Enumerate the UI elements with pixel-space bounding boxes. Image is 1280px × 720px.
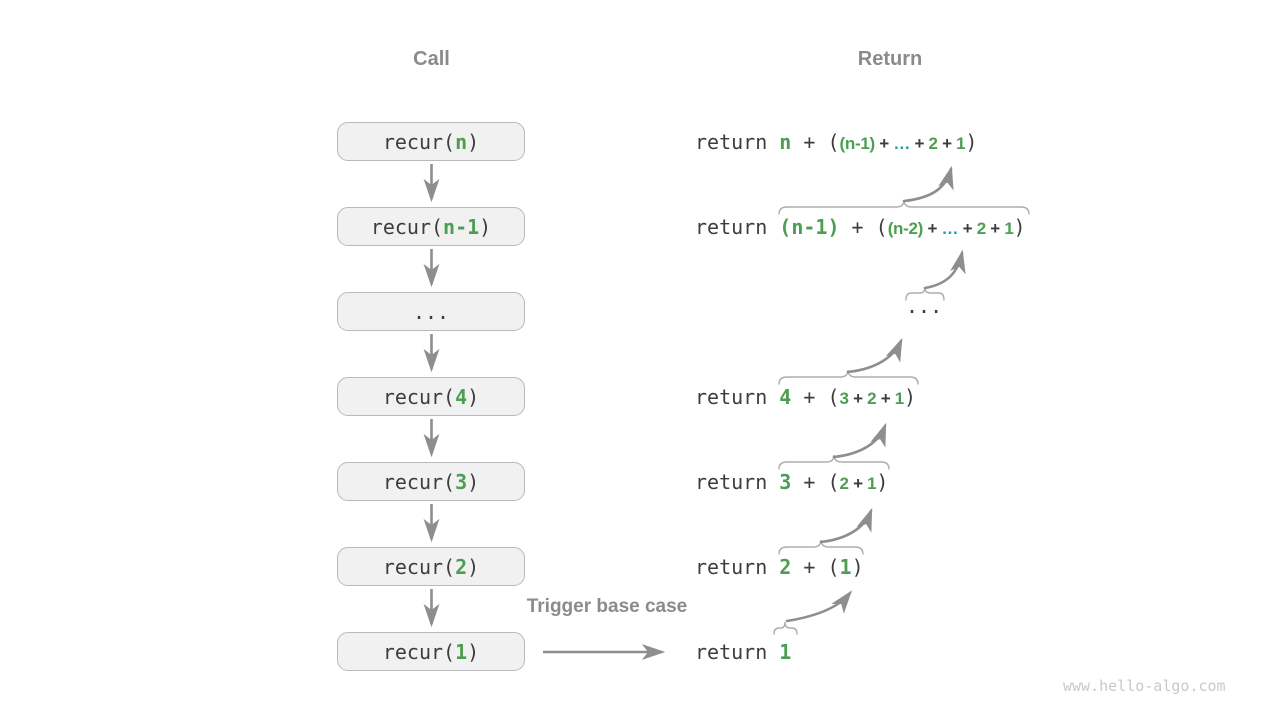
text-segment: return (695, 215, 780, 239)
text-segment: 4 (455, 384, 468, 409)
return-line-ellipsis: ... (906, 290, 942, 330)
return-line-4: return 4 + (3 + 2 + 1) (695, 377, 916, 417)
return-line-3: return 3 + (2 + 1) (695, 462, 888, 502)
text-segment: recur( (370, 214, 444, 239)
return-column-header: Return (857, 48, 923, 70)
text-segment: 2 (867, 389, 877, 408)
text-segment: + ( (791, 555, 840, 579)
text-segment: return (695, 555, 780, 579)
text-segment: + (910, 134, 929, 153)
text-segment: … (893, 134, 911, 153)
text-segment: (n-1) (779, 215, 840, 239)
text-segment: + ( (791, 130, 840, 154)
text-segment: + (848, 389, 868, 408)
text-segment: return (695, 385, 780, 409)
text-segment: 1 (779, 640, 792, 664)
call-box-recur-2: recur(2) (337, 547, 525, 586)
text-segment: ) (851, 555, 864, 579)
return-line-2: return 2 + (1) (695, 547, 864, 587)
text-segment: recur( (382, 469, 456, 494)
curved-return-arrow-icon (785, 590, 853, 623)
text-segment: ) (467, 469, 480, 494)
text-segment: 1 (867, 474, 877, 493)
text-segment: recur( (382, 129, 456, 154)
trigger-base-case-label: Trigger base case (526, 596, 688, 617)
text-segment: (n-1) (839, 134, 876, 153)
text-segment: ) (467, 384, 480, 409)
text-segment: 1 (956, 134, 966, 153)
text-segment: 2 (976, 219, 986, 238)
text-segment: + (848, 474, 868, 493)
watermark: www.hello-algo.com (1063, 677, 1226, 695)
curved-return-arrow-icon (819, 507, 873, 544)
call-box-recur-n: recur(n) (337, 122, 525, 161)
text-segment: + (937, 134, 957, 153)
return-line-n: return n + ((n-1) + … + 2 + 1) (695, 122, 977, 162)
text-segment: ) (903, 385, 916, 409)
text-segment: recur( (382, 554, 456, 579)
text-segment: + (923, 219, 942, 238)
text-segment: return (695, 130, 780, 154)
text-segment: + (874, 134, 894, 153)
call-box-recur-1: recur(1) (337, 632, 525, 671)
text-segment: 1 (894, 389, 904, 408)
text-segment: + ( (839, 215, 888, 239)
text-segment: 3 (455, 469, 468, 494)
text-segment: ) (479, 214, 492, 239)
text-segment: ) (965, 130, 978, 154)
call-box-recur-4: recur(4) (337, 377, 525, 416)
text-segment: + (985, 219, 1005, 238)
call-box-ellipsis: ... (337, 292, 525, 331)
text-segment: recur( (382, 384, 456, 409)
text-segment: ) (467, 639, 480, 664)
text-segment: 4 (779, 385, 792, 409)
text-segment: ... (906, 294, 943, 318)
text-segment: 2 (928, 134, 938, 153)
text-segment: 2 (779, 555, 792, 579)
text-segment: ) (1013, 215, 1026, 239)
text-segment: 1 (455, 639, 468, 664)
text-segment: 3 (779, 470, 792, 494)
curved-return-arrow-icon (923, 249, 966, 290)
text-segment: n-1 (443, 214, 480, 239)
text-segment: 2 (455, 554, 468, 579)
text-segment: return (695, 470, 780, 494)
return-line-1: return 1 (695, 632, 791, 672)
call-box-recur-3: recur(3) (337, 462, 525, 501)
call-box-recur-n-1: recur(n-1) (337, 207, 525, 246)
text-segment: … (941, 219, 959, 238)
text-segment: 1 (839, 555, 852, 579)
text-segment: ) (467, 129, 480, 154)
text-segment: + (958, 219, 977, 238)
text-segment: + (876, 389, 895, 408)
text-segment: n (455, 129, 468, 154)
text-segment: ) (467, 554, 480, 579)
text-segment: + ( (791, 385, 840, 409)
curved-return-arrow-icon (846, 337, 903, 374)
text-segment: recur( (382, 639, 456, 664)
text-segment: + ( (791, 470, 840, 494)
curved-return-arrow-icon (832, 422, 887, 459)
text-segment: ... (412, 299, 450, 324)
text-segment: n (779, 130, 792, 154)
return-line-n-1: return (n-1) + ((n-2) + … + 2 + 1) (695, 207, 1026, 247)
text-segment: 2 (839, 474, 849, 493)
text-segment: return (695, 640, 780, 664)
text-segment: 3 (839, 389, 849, 408)
text-segment: 1 (1004, 219, 1014, 238)
text-segment: (n-2) (887, 219, 924, 238)
text-segment: ) (876, 470, 889, 494)
call-column-header: Call (413, 48, 450, 70)
curved-return-arrow-icon (902, 165, 954, 203)
